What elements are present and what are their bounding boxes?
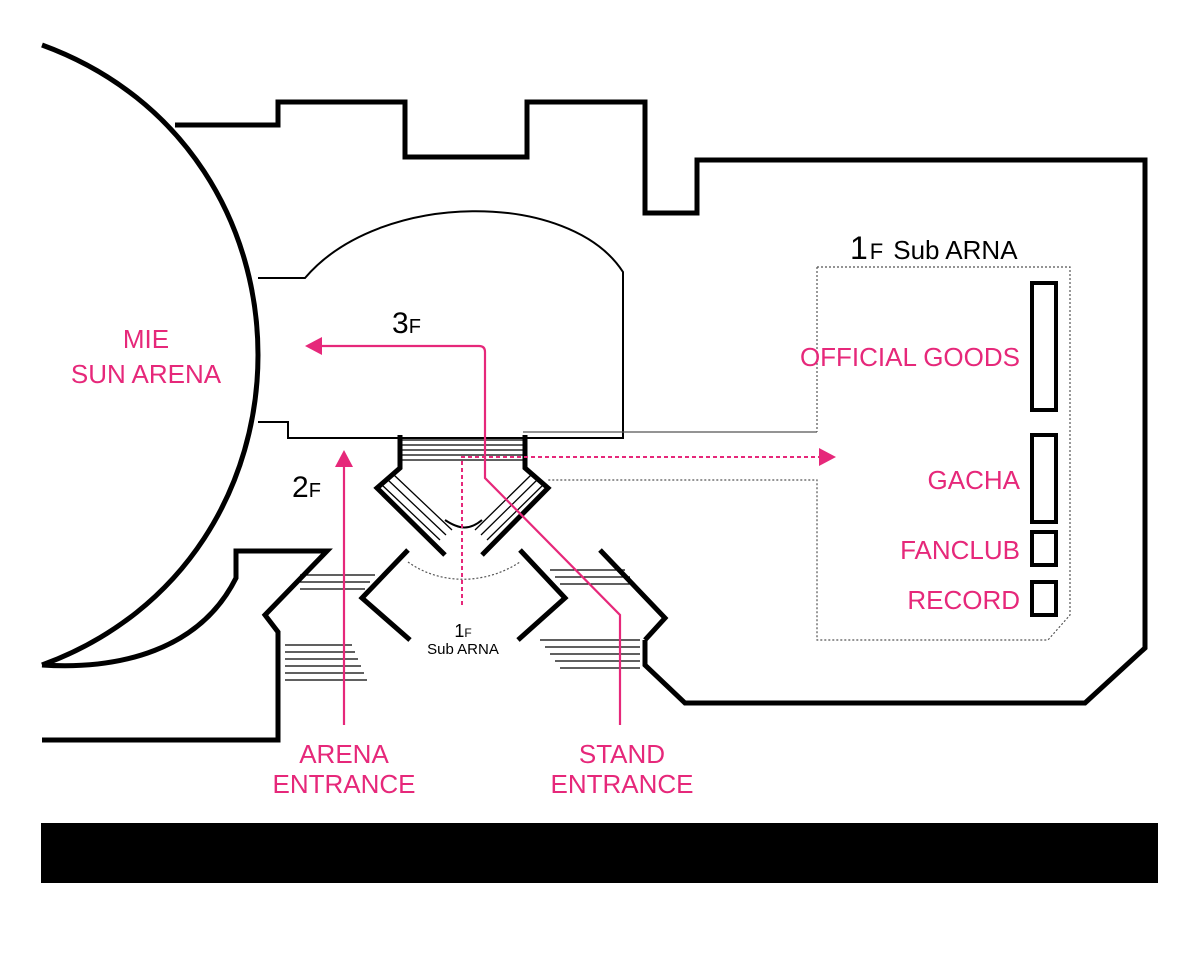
building-upper-wall — [175, 99, 1148, 706]
floor-2f-label: 2F — [292, 471, 321, 504]
stand-entrance-line1: STAND — [579, 739, 665, 769]
building-lower-left-wall — [41, 548, 333, 743]
central-landing-curve — [444, 519, 483, 529]
arena-outer-wall — [41, 42, 261, 668]
stair-treads-top — [402, 439, 523, 461]
central-landing — [373, 435, 552, 557]
booth-record-label: RECORD — [907, 585, 1020, 615]
route-1f-sub-arena — [461, 448, 836, 605]
stair-treads-left — [285, 574, 375, 681]
sub-arena-zone-outline — [523, 266, 1071, 641]
venue-name-line1: MIE — [123, 324, 169, 354]
booth-official-goods-label: OFFICIAL GOODS — [800, 342, 1020, 372]
stair-treads-upper-left — [381, 474, 453, 541]
stair-treads-upper-right — [474, 474, 544, 541]
stand-entrance-line2: ENTRANCE — [550, 769, 693, 799]
booth-fanclub-box — [1030, 530, 1058, 567]
arena-entrance-line2: ENTRANCE — [272, 769, 415, 799]
booth-record-box — [1030, 580, 1058, 617]
booth-gacha-label: GACHA — [928, 465, 1021, 495]
venue-name-line2: SUN ARENA — [71, 359, 222, 389]
right-stair-wall — [516, 548, 669, 642]
stair-treads-right — [540, 569, 640, 669]
booth-official-goods-box — [1030, 281, 1058, 412]
hall-3f-wall — [258, 210, 624, 439]
road-bar — [41, 823, 1158, 883]
floor-3f-label: 3F — [392, 307, 421, 340]
sub-arena-small-floor: 1F — [454, 621, 471, 641]
central-dotted-arc — [407, 561, 521, 580]
route-2f — [335, 450, 353, 725]
booth-gacha-box — [1030, 433, 1058, 524]
booth-fanclub-label: FANCLUB — [900, 535, 1020, 565]
route-3f — [305, 337, 622, 725]
arena-entrance-line1: ARENA — [299, 739, 389, 769]
left-stair-wall — [358, 548, 412, 642]
sub-arena-small-name: Sub ARNA — [427, 641, 499, 658]
